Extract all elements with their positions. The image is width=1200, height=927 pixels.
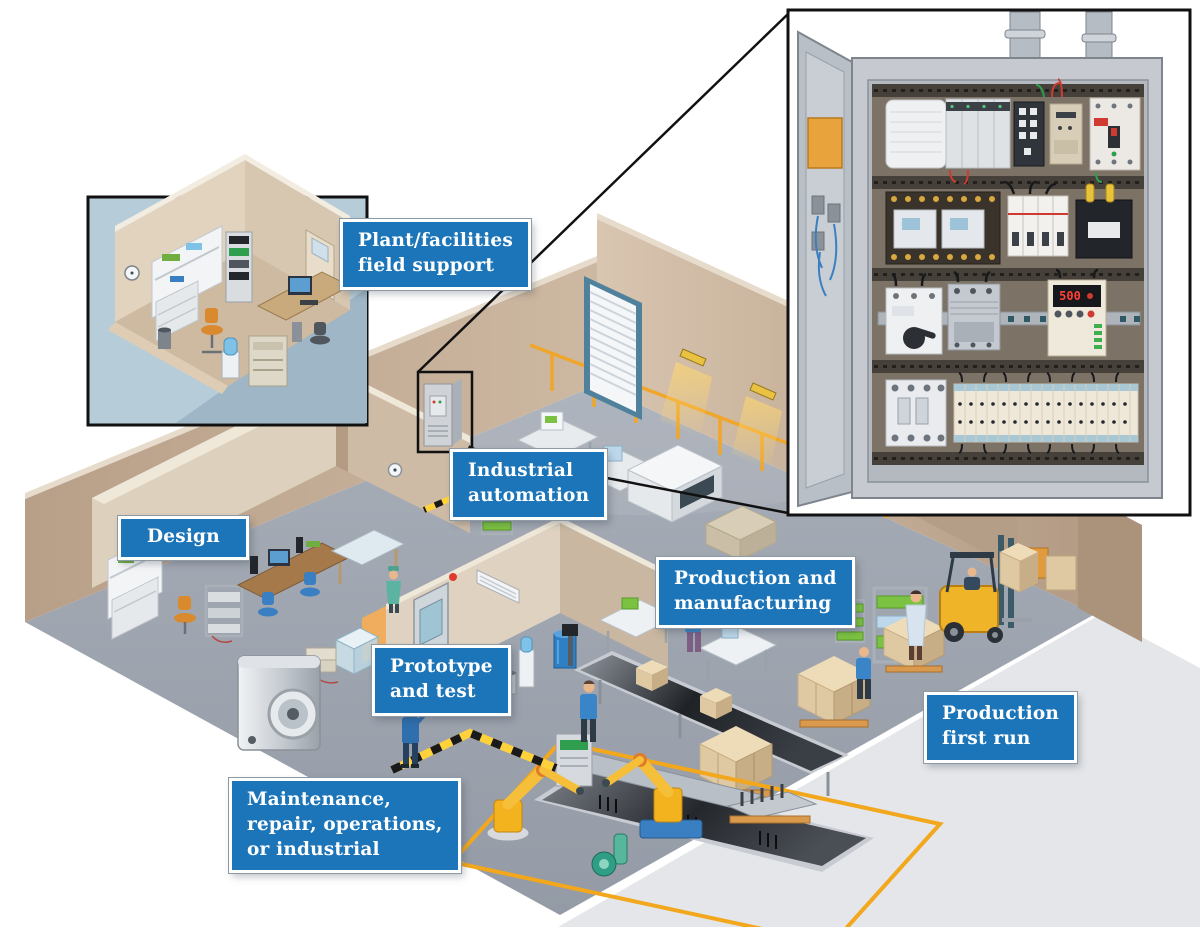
cad-desk <box>236 537 352 617</box>
room-workbench <box>151 225 223 342</box>
room-chair <box>201 308 223 354</box>
green-pump <box>591 833 628 877</box>
packing-conveyor <box>562 624 849 796</box>
door-status-light <box>449 573 457 581</box>
vfd-display-value: 500 <box>1059 289 1081 303</box>
terminal-strip <box>953 383 1139 443</box>
label-industrial-automation: Industrial automation <box>450 449 608 520</box>
inset-control-panel: 500 <box>786 8 1192 517</box>
vfd-drive: 500 <box>1047 279 1107 357</box>
water-cooler <box>518 636 535 688</box>
room-copier <box>248 335 288 387</box>
label-plant-facilities-field-support: Plant/facilities field support <box>340 219 531 290</box>
robot-arm <box>486 763 584 842</box>
main-breaker <box>1089 97 1141 171</box>
motor-starter <box>885 287 943 355</box>
worker-walking <box>580 680 597 742</box>
label-production-first-run: Production first run <box>924 692 1078 763</box>
relay-bank <box>885 191 1001 265</box>
label-design: Design <box>118 516 249 560</box>
drafting-table <box>330 529 406 584</box>
forklift <box>939 535 1038 643</box>
label-maintenance-repair-operations: Maintenance, repair, operations, or indu… <box>229 778 461 874</box>
room-equipment-rack <box>225 231 253 303</box>
cabinet-door <box>797 30 853 508</box>
room-trash-bin <box>158 327 171 349</box>
office-chair <box>300 587 320 597</box>
wall-light <box>660 348 712 438</box>
wall-light <box>732 382 782 470</box>
mini-breakers <box>1007 195 1069 257</box>
callout-source-box <box>416 370 474 454</box>
office-chair <box>258 607 278 617</box>
worker-blue <box>856 647 871 699</box>
gowned-worker <box>386 566 401 613</box>
carton-box <box>999 543 1038 593</box>
carton-box <box>700 688 732 719</box>
right-wall-far <box>1078 491 1142 642</box>
plc-rack <box>885 98 1011 169</box>
forklift-driver <box>967 567 977 577</box>
contactor <box>947 283 1001 351</box>
worker-lab-coat <box>905 590 927 660</box>
ethernet-switch <box>1013 101 1045 167</box>
robot-cell <box>448 733 944 927</box>
wire-ducts <box>872 84 1144 465</box>
office-chair <box>174 613 196 623</box>
electrical-cabinet-small <box>423 379 462 447</box>
assembly-bench <box>704 505 778 561</box>
automation-line <box>451 411 778 561</box>
wall-vent <box>476 569 520 604</box>
conduit-pipes <box>1004 11 1117 63</box>
transformer <box>1075 183 1133 259</box>
carton-box <box>636 660 668 691</box>
room-computer-desk <box>256 271 352 345</box>
room-water-cooler <box>221 337 240 379</box>
label-production-and-manufacturing: Production and manufacturing <box>656 557 855 628</box>
inset-field-support-room <box>86 154 369 427</box>
robot-arm <box>602 753 703 839</box>
parts-pallet <box>726 784 818 824</box>
test-chamber <box>237 655 321 751</box>
rollup-door <box>584 276 642 420</box>
power-supply <box>1049 103 1083 165</box>
contactor-lower <box>885 379 947 447</box>
label-prototype-and-test: Prototype and test <box>372 645 511 716</box>
workbench <box>698 625 778 680</box>
equipment-cart <box>204 584 244 643</box>
door-terminal-box <box>807 117 843 169</box>
